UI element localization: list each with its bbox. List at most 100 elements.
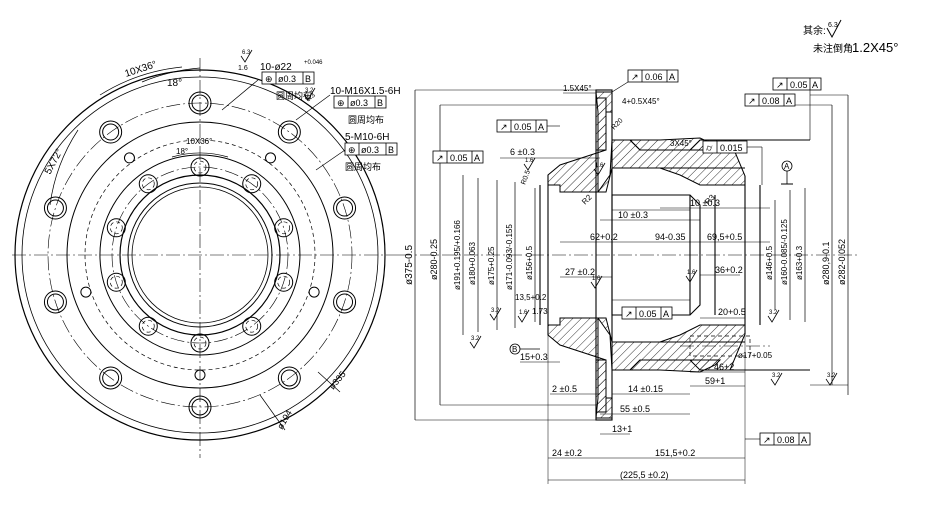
svg-text:0.08: 0.08 [777,435,795,445]
angle-10x36-inner: 10X36° [186,137,212,146]
small-threaded-hole [308,286,320,298]
svg-text:1.6: 1.6 [238,65,248,72]
svg-text:0.05: 0.05 [790,80,808,90]
svg-text:6 ±0.3: 6 ±0.3 [510,147,535,157]
svg-text:0.05: 0.05 [639,309,657,319]
outer-flange-circle [14,69,386,441]
outer-bolt-holes [43,91,357,419]
roughness-value: 1.6 [687,270,696,276]
roughness-value: 1.6 [519,310,528,316]
svg-text:圆周均布: 圆周均布 [345,161,381,172]
roughness-symbol-icon: 3.2 [770,372,783,386]
small-threaded-hole [265,152,277,164]
scalloped-boss [99,154,301,356]
svg-text:↗: ↗ [500,122,508,132]
svg-text:⊕: ⊕ [337,98,345,108]
inner-threaded-hole [138,316,158,336]
svg-text:10 ±0.3: 10 ±0.3 [618,210,648,220]
svg-text:B: B [305,74,311,84]
fcf-bottom: ↗ 0.08 A [745,432,811,446]
inner-threaded-hole [242,174,262,194]
svg-text:R0.5: R0.5 [520,169,532,185]
dia-180: ø180+0.063 [468,242,477,285]
svg-text:1.73: 1.73 [532,307,548,316]
roughness-symbol-icon: 3.2 [825,372,838,386]
outer-bolt-hole [333,290,357,314]
small-threaded-hole [194,369,206,381]
chamfer-labels: 1.5X45° 4+0.5X45° 3X45° R20 R2 R3 R0.5 [520,84,717,206]
svg-text:13+1: 13+1 [612,424,632,434]
svg-text:0.06: 0.06 [645,72,663,82]
svg-text:24 ±0.2: 24 ±0.2 [552,448,582,458]
roughness-symbol-icon: 3.2 [469,335,482,349]
small-threaded-hole [80,286,92,298]
bore-inner [127,182,273,328]
svg-text:A: A [801,435,807,445]
front-view: 10X36° 18° 5X72° 10X36° 18° 10-ø22 +0.04… [12,58,401,458]
fcf-mid: ↗ 0.05 A [621,306,673,320]
outer-bolt-hole [333,196,357,220]
roughness-symbol-icon: 6.3 [240,49,253,63]
bolt-circle-335 [47,102,353,408]
inner-threaded-hole [274,218,294,238]
svg-text:↗: ↗ [748,96,756,106]
outer-bolt-hole [277,120,301,144]
svg-text:55 ±0.5: 55 ±0.5 [620,404,650,414]
svg-text:⊕: ⊕ [265,74,273,84]
hub-step-circle [66,121,334,389]
outer-bolt-hole [188,91,212,115]
outer-bolt-hole [43,290,67,314]
hole-callout-2: 10-M16X1.5-6H 6.3 ⊕ ø0.3 B 圆周均布 [305,86,401,125]
outer-bolt-hole [188,395,212,419]
outer-bolt-hole [99,120,123,144]
section-outline [539,89,810,421]
chamfer-value: 1.2X45° [852,40,898,55]
roughness-value: 3.2 [769,310,778,316]
svg-text:151,5+0.2: 151,5+0.2 [655,448,695,458]
svg-text:15+0.3: 15+0.3 [520,352,548,362]
svg-text:A: A [538,122,544,132]
general-notes: 其余: 6.3 未注倒角 1.2X45° [803,19,898,55]
svg-text:↗: ↗ [625,309,633,319]
hole-callout-1: 10-ø22 +0.046 1.6 ⊕ ø0.3 B 圆周均布 [238,60,323,101]
fcf-top-right-3: ↗ 0.08 A [744,93,796,107]
svg-text:A: A [812,80,818,90]
svg-text:59+1: 59+1 [705,376,725,386]
svg-text:ø0.3: ø0.3 [361,145,379,155]
svg-text:⊕: ⊕ [348,145,356,155]
svg-text:圆周均布: 圆周均布 [276,90,312,101]
outer-bolt-hole [277,366,301,390]
svg-text:ø0.3: ø0.3 [278,74,296,84]
diameter-labels: ø375-0.5 ø280-0.25 ø191+0.195/+0.166 ø18… [404,219,847,360]
fcf-top-right-1: ↗ 0.06 A [611,69,679,93]
roughness-value: 3.2 [305,88,314,94]
angle-18-outer: 18° [167,78,182,89]
dia-17: ø17+0.05 [738,351,773,360]
svg-text:ø0.3: ø0.3 [350,98,368,108]
inner-threaded-hole [106,272,126,292]
bolt-circle-194 [111,166,289,344]
inner-threaded-holes [106,157,294,353]
roughness-value: 3.2 [827,373,836,379]
svg-text:A: A [786,96,792,106]
dia-191: ø191+0.195/+0.166 [453,220,462,290]
hole-callout-3: 5-M10-6H ⊕ ø0.3 B 圆周均布 [344,132,398,172]
svg-text:27 ±0.2: 27 ±0.2 [565,267,595,277]
fcf-cylindricity: ⌭ 0.015 [702,140,763,185]
svg-text:2 ±0.5: 2 ±0.5 [552,384,577,394]
small-threaded-hole [123,152,135,164]
datum-a-symbol: A [781,160,793,185]
roughness-symbol-icon: 3.2 [767,309,780,323]
svg-text:10-ø22: 10-ø22 [260,62,292,73]
roughness-value: 3.2 [471,336,480,342]
svg-text:62+0.2: 62+0.2 [590,232,618,242]
dia-160: ø160-0.085/-0.125 [780,219,789,285]
small-threaded-holes [80,152,320,381]
section-view: ø375-0.5 ø280-0.25 ø191+0.195/+0.166 ø18… [240,49,860,484]
dia-156: ø156+0.5 [525,245,534,280]
svg-text:20+0.5: 20+0.5 [718,307,746,317]
svg-text:5-M10-6H: 5-M10-6H [345,132,389,143]
svg-text:0.05: 0.05 [450,153,468,163]
outer-bolt-hole [43,196,67,220]
roughness-value: 1.6 [595,163,604,169]
